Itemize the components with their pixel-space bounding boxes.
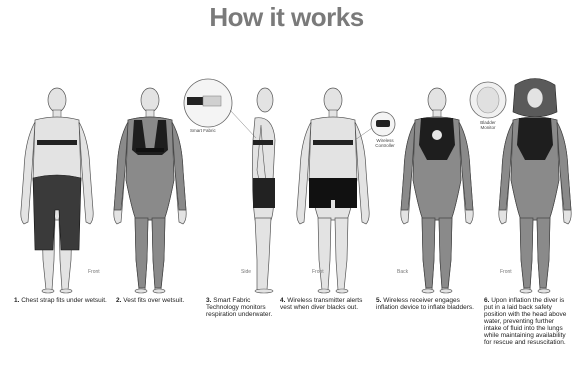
step-2: 2. Vest fits over wetsuit. [116, 297, 202, 304]
figure-5 [401, 88, 473, 293]
step-3: 3. Smart Fabric Technology monitors resp… [206, 297, 276, 318]
bladder-label: Bladder Monitor [475, 120, 501, 130]
step-1-text: Chest strap fits under wetsuit. [21, 297, 107, 304]
step-3-number: 3. [206, 297, 211, 304]
wireless-controller-callout [355, 112, 395, 140]
step-2-number: 2. [116, 297, 121, 304]
step-1-number: 1. [14, 297, 19, 304]
view-label-4: Back [397, 269, 408, 275]
step-6: 6. Upon inflation the diver is put in a … [484, 297, 570, 346]
view-label-2: Side [241, 269, 251, 275]
figure-2 [114, 88, 186, 293]
figure-1 [21, 88, 93, 293]
figure-6 [499, 79, 571, 294]
step-5-text: Wireless receiver engages inflation devi… [376, 297, 474, 311]
step-5-number: 5. [376, 297, 381, 304]
step-3-text: Smart Fabric Technology monitors respira… [206, 297, 272, 318]
step-6-number: 6. [484, 297, 489, 304]
bladder-callout [470, 82, 506, 118]
step-1: 1. Chest strap fits under wetsuit. [14, 297, 110, 304]
view-label-3: Front [312, 269, 324, 275]
step-4: 4. Wireless transmitter alerts vest when… [280, 297, 372, 311]
view-label-1: Front [88, 269, 100, 275]
step-6-text: Upon inflation the diver is put in a lai… [484, 297, 566, 346]
step-2-text: Vest fits over wetsuit. [123, 297, 184, 304]
step-5: 5. Wireless receiver engages inflation d… [376, 297, 480, 311]
figure-4 [297, 88, 369, 293]
wireless-controller-label: Wireless Controller [370, 138, 400, 148]
figure-3 [252, 88, 275, 293]
step-4-number: 4. [280, 297, 285, 304]
step-4-text: Wireless transmitter alerts vest when di… [280, 297, 362, 311]
view-label-5: Front [500, 269, 512, 275]
smart-fabric-label: Smart Fabric [190, 128, 216, 133]
